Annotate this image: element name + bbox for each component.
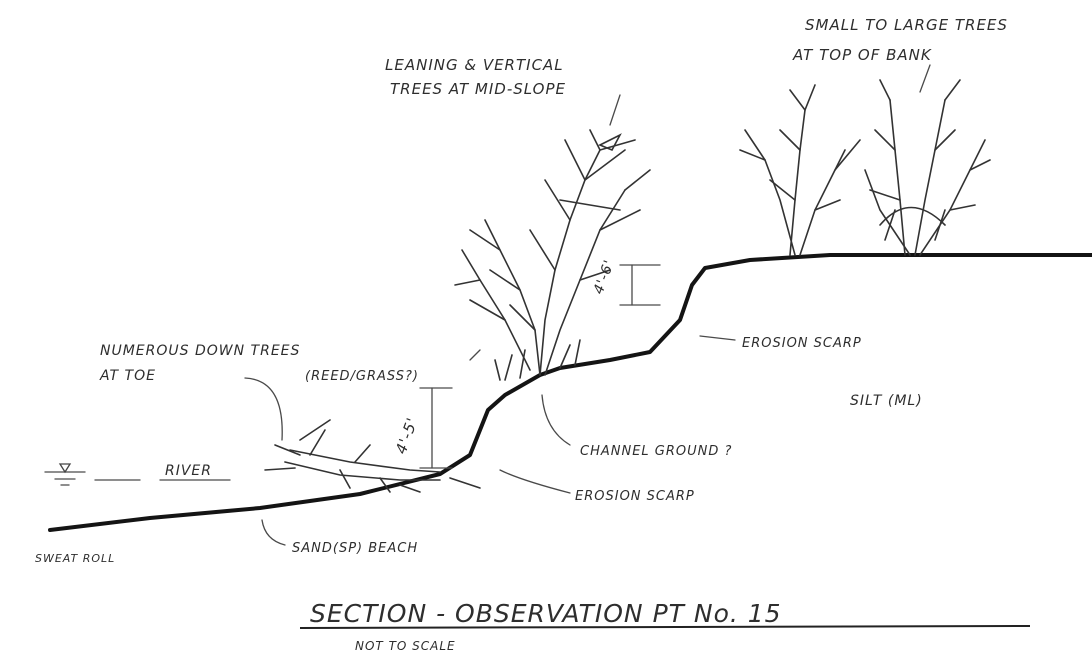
label-down-trees-1: NUMEROUS DOWN TREES (100, 343, 300, 359)
label-lower-height: 4'-5' (392, 415, 422, 457)
label-beach: SAND(SP) BEACH (292, 541, 418, 556)
water-surface-symbol (44, 463, 86, 486)
label-river: RIVER (165, 463, 212, 479)
label-upper-height: 4'-6' (591, 257, 618, 296)
label-top-trees-1: SMALL TO LARGE TREES (805, 16, 1008, 34)
mid-slope-trees (454, 129, 651, 381)
top-of-bank-trees (739, 79, 991, 256)
lower-height-dimension (419, 387, 453, 469)
label-river-left: SWEAT ROLL (35, 552, 115, 565)
label-silt: SILT (ML) (850, 393, 923, 409)
label-top-trees-2: AT TOP OF BANK (792, 46, 932, 64)
upper-height-dimension (619, 264, 661, 306)
label-channel-ground: CHANNEL GROUND ? (580, 444, 732, 459)
label-grass: (REED/GRASS?) (305, 369, 419, 384)
label-down-trees-2: AT TOE (99, 368, 156, 384)
label-upper-scarp: EROSION SCARP (742, 336, 862, 351)
title-underline (299, 625, 1031, 629)
label-mid-trees-2: TREES AT MID-SLOPE (390, 80, 566, 98)
ground-profile-line (48, 253, 1092, 532)
label-mid-trees-1: LEANING & VERTICAL (385, 56, 564, 74)
label-lower-scarp: EROSION SCARP (575, 489, 695, 504)
leader-lines (244, 64, 931, 546)
sketch-title: SECTION - OBSERVATION PT No. 15 (310, 599, 782, 628)
down-trees-debris (264, 419, 481, 493)
sketch-subtitle: NOT TO SCALE (355, 639, 456, 653)
